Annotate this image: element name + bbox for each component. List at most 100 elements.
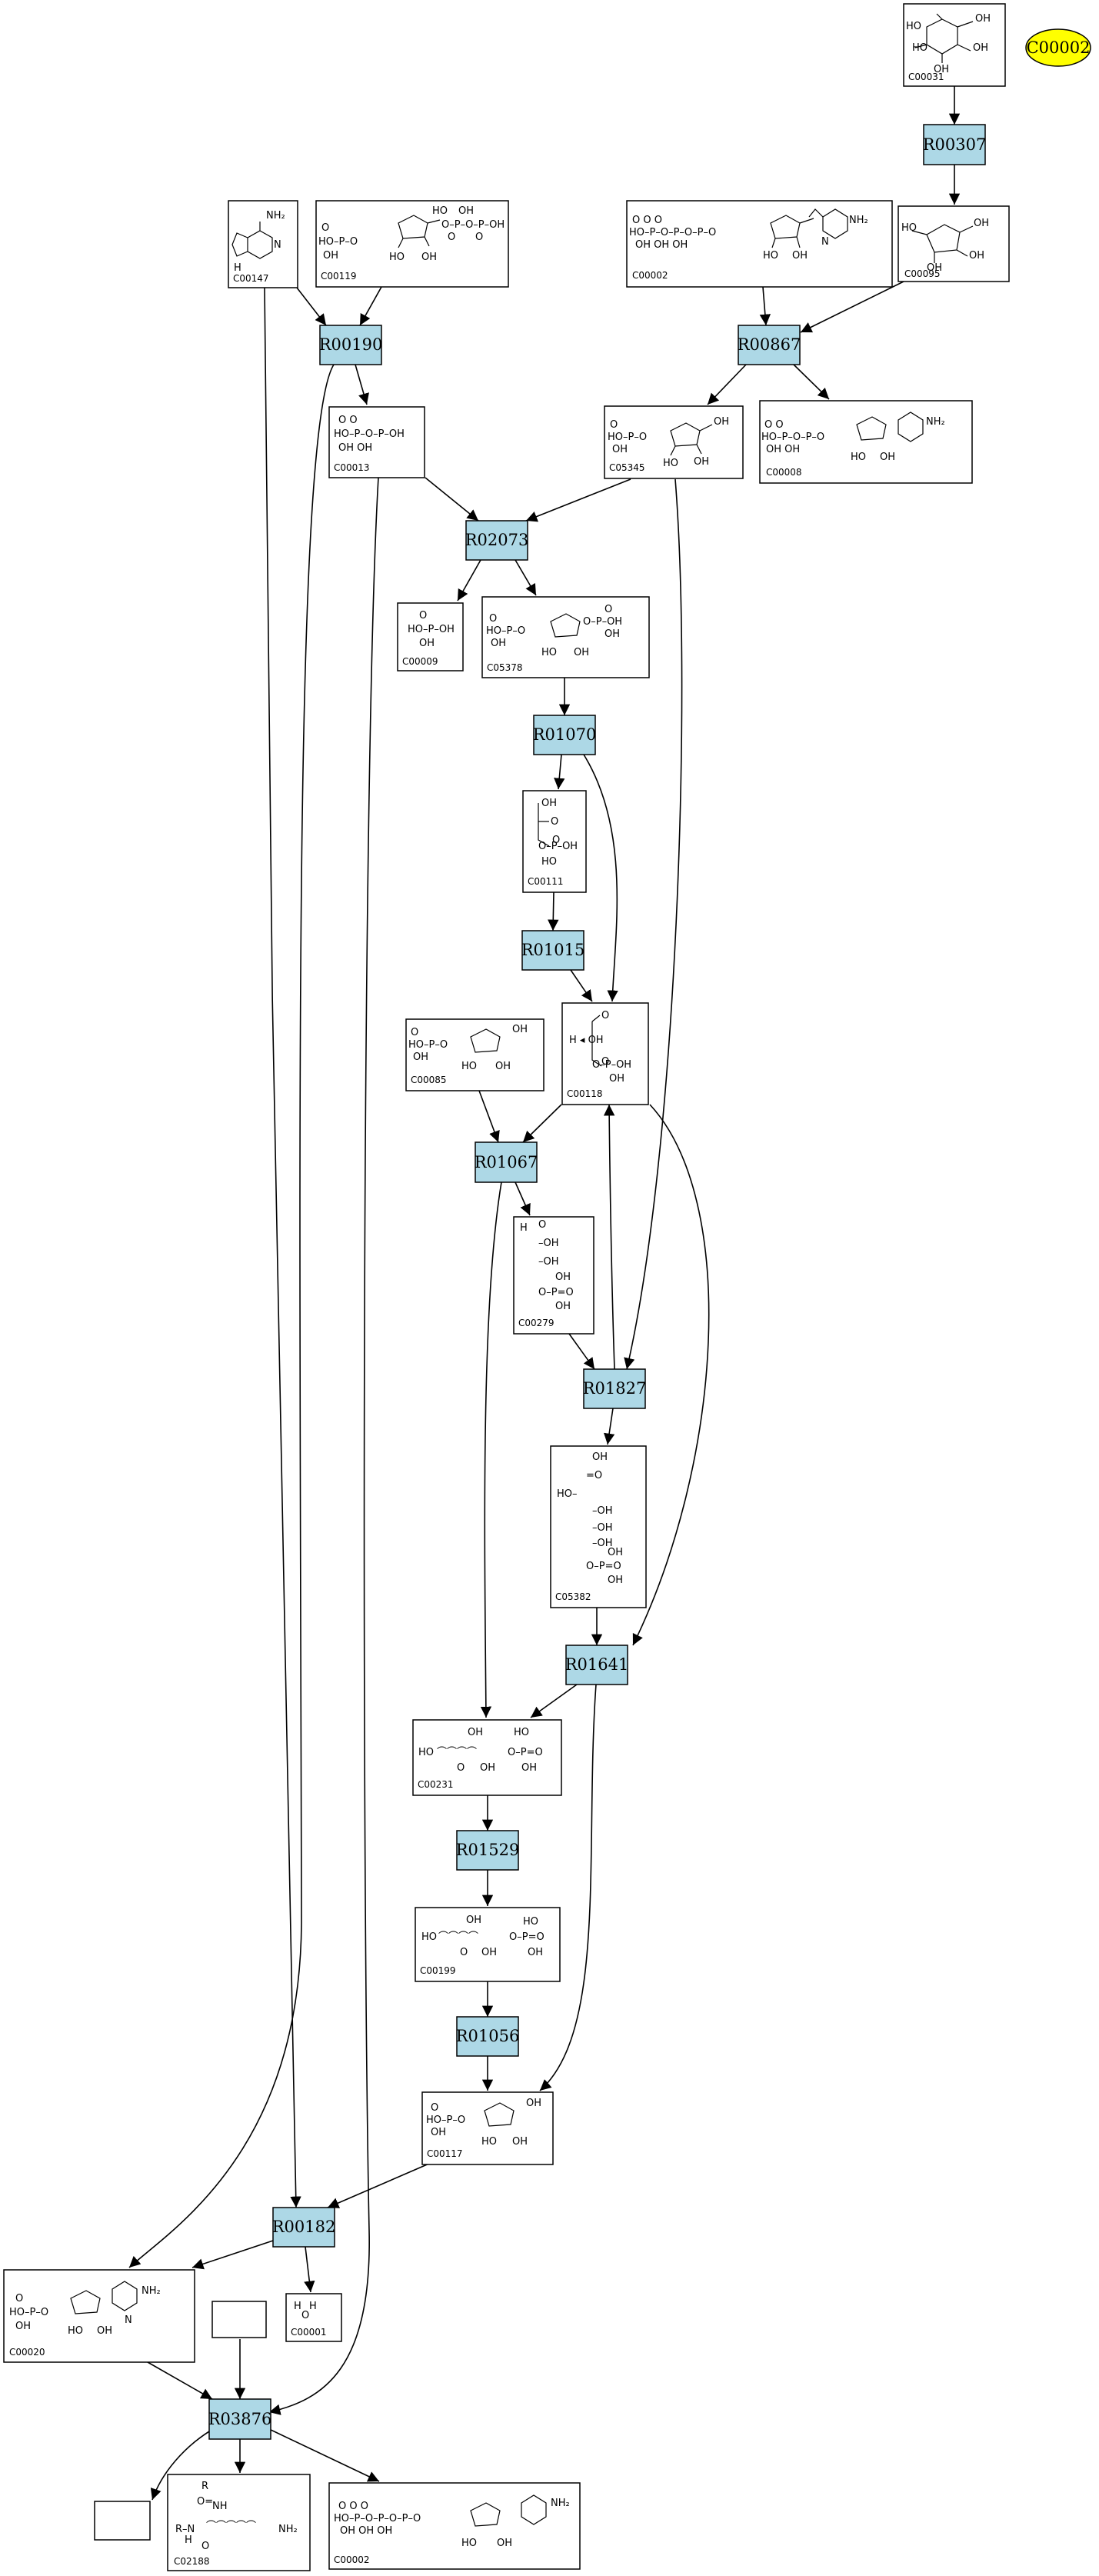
svg-text:R01529: R01529 bbox=[456, 1841, 520, 1859]
reaction-r01067[interactable]: R01067 bbox=[475, 1141, 538, 1183]
reactions: R00307 R00190 R00867 R02073 R01070 R0101… bbox=[208, 124, 987, 2440]
compound-c00147[interactable]: NH₂ N H C00147 bbox=[228, 200, 298, 288]
svg-text:O: O bbox=[475, 232, 483, 243]
svg-text:HO: HO bbox=[389, 252, 405, 263]
reaction-r01056[interactable]: R01056 bbox=[456, 2016, 520, 2057]
compound-c00031[interactable]: HO OH OH HO OH C00031 bbox=[903, 3, 1006, 87]
compound-c00009[interactable]: O HO–P–OH OH C00009 bbox=[397, 602, 464, 671]
svg-text:O: O bbox=[552, 835, 560, 846]
compound-id-label: C00002 bbox=[632, 270, 668, 281]
svg-text:O: O bbox=[457, 1762, 465, 1774]
reaction-r03876[interactable]: R03876 bbox=[208, 2398, 272, 2440]
edge-C00002-R00867 bbox=[759, 286, 771, 326]
svg-text:C00002: C00002 bbox=[1027, 38, 1091, 57]
svg-text:⌒⌒⌒⌒: ⌒⌒⌒⌒ bbox=[437, 1747, 477, 1758]
compound-c00279[interactable]: H O –OH –OH OH O–P=O OH C00279 bbox=[513, 1216, 594, 1335]
pyranose-structure-icon bbox=[914, 13, 974, 63]
reaction-r01529[interactable]: R01529 bbox=[456, 1830, 520, 1871]
svg-text:NH₂: NH₂ bbox=[278, 2524, 298, 2535]
svg-text:O: O bbox=[301, 2310, 309, 2321]
reaction-r00190[interactable]: R00190 bbox=[319, 325, 383, 365]
svg-text:HO: HO bbox=[523, 1916, 538, 1928]
compound-c02188[interactable]: R O= NH R–N H ⌒⌒⌒⌒⌒ NH₂ O C02188 bbox=[167, 2474, 311, 2571]
compound-id-label: C00117 bbox=[427, 2148, 463, 2159]
svg-text:OH: OH bbox=[512, 1024, 528, 1035]
compound-c05378[interactable]: O HO–P–O OH O O–P–OH OH HO OH C05378 bbox=[481, 596, 650, 678]
compound-c00119[interactable]: O HO–P–O OH HO OH O–P–O–P–OH O O HO OH C… bbox=[315, 200, 509, 288]
reaction-r00182[interactable]: R00182 bbox=[272, 2207, 336, 2248]
svg-text:O: O bbox=[460, 1947, 468, 1958]
svg-text:=O: =O bbox=[586, 1470, 602, 1481]
svg-text:O–P=O: O–P=O bbox=[538, 1287, 574, 1298]
svg-text:N: N bbox=[125, 2314, 132, 2326]
svg-text:O–P=O: O–P=O bbox=[586, 1561, 621, 1572]
edge-R01827-C05382 bbox=[603, 1408, 615, 1445]
svg-text:R01641: R01641 bbox=[565, 1655, 629, 1674]
reaction-r01641[interactable]: R01641 bbox=[565, 1645, 629, 1685]
reaction-r01015[interactable]: R01015 bbox=[521, 930, 585, 971]
edge-C05345-R01827 bbox=[624, 478, 683, 1370]
furanose-phosphate-structure-icon bbox=[470, 1028, 501, 1053]
reaction-r01070[interactable]: R01070 bbox=[533, 715, 597, 755]
compound-c05345[interactable]: O HO–P–O OH OH HO OH C05345 bbox=[604, 405, 744, 479]
svg-text:HO: HO bbox=[763, 250, 778, 262]
svg-text:H: H bbox=[520, 1222, 528, 1234]
svg-text:OH: OH bbox=[612, 444, 628, 455]
compound-c05382[interactable]: OH =O HO– –OH –OH –OH OH O–P=O OH C05382 bbox=[550, 1445, 647, 1608]
svg-text:OH: OH bbox=[969, 250, 984, 262]
edge-R00867-C05345 bbox=[707, 364, 747, 405]
compound-c00095[interactable]: HO OH OH OH C00095 bbox=[898, 205, 1010, 282]
compound-c00199[interactable]: OH HO HO ⌒⌒⌒⌒ O–P=O O OH OH C00199 bbox=[415, 1907, 561, 1982]
compound-c00231[interactable]: OH HO HO ⌒⌒⌒⌒ O–P=O O OH OH C00231 bbox=[412, 1719, 562, 1796]
svg-text:OH: OH bbox=[541, 798, 557, 809]
purine-structure-icon bbox=[231, 222, 273, 259]
edge-R00867-C00008 bbox=[793, 364, 830, 400]
edge-C00013-R03876 bbox=[268, 477, 379, 2415]
edge-C00118-R01067 bbox=[522, 1104, 562, 1143]
compound-c00002-top[interactable]: O O O HO–P–O–P–O–P–O OH OH OH NH₂ N HO O… bbox=[626, 200, 893, 288]
compound-blank-top[interactable] bbox=[211, 2301, 267, 2338]
svg-text:R01070: R01070 bbox=[533, 725, 597, 744]
edge-C00111-R01015 bbox=[548, 891, 559, 931]
edge-R01641-C00117 bbox=[539, 1684, 597, 2091]
compound-c00118[interactable]: O H ◂ OH O O–P–OH OH C00118 bbox=[561, 1002, 649, 1105]
reaction-r02073[interactable]: R02073 bbox=[465, 520, 529, 561]
svg-text:R01067: R01067 bbox=[475, 1153, 538, 1171]
compound-blank-bottom[interactable] bbox=[94, 2501, 151, 2541]
reaction-r01827[interactable]: R01827 bbox=[583, 1368, 647, 1409]
svg-text:N: N bbox=[274, 239, 281, 251]
svg-text:NH₂: NH₂ bbox=[849, 215, 868, 226]
edge-R03876-blank2 bbox=[150, 2428, 214, 2501]
compound-c00020[interactable]: O HO–P–O OH NH₂ N HO OH C00020 bbox=[3, 2269, 195, 2363]
svg-text:⌒⌒⌒⌒⌒: ⌒⌒⌒⌒⌒ bbox=[206, 2521, 256, 2532]
svg-text:HO: HO bbox=[418, 1747, 434, 1758]
compound-c00085[interactable]: O HO–P–O OH OH HO OH C00085 bbox=[405, 1018, 545, 1091]
compound-c00013[interactable]: O O HO–P–O–P–OH OH OH C00013 bbox=[328, 406, 425, 478]
svg-text:HO: HO bbox=[541, 856, 557, 868]
svg-text:O: O bbox=[601, 1010, 609, 1021]
edge-C00119-R00190 bbox=[359, 286, 382, 326]
svg-text:OH: OH bbox=[608, 1575, 623, 1586]
compound-id-label: C00085 bbox=[411, 1075, 447, 1085]
highlight-c00002[interactable]: C00002 bbox=[1025, 28, 1091, 67]
compound-c00117[interactable]: O HO–P–O OH OH HO OH C00117 bbox=[421, 2091, 554, 2165]
svg-text:R00307: R00307 bbox=[923, 135, 987, 154]
compound-c00002-bottom[interactable]: O O O HO–P–O–P–O–P–O OH OH OH NH₂ HO OH … bbox=[328, 2482, 581, 2570]
edge-R01641-C00231 bbox=[530, 1684, 578, 1718]
reaction-r00867[interactable]: R00867 bbox=[738, 325, 801, 365]
svg-text:HO: HO bbox=[906, 21, 921, 32]
svg-text:O: O bbox=[551, 816, 558, 828]
reaction-r00307[interactable]: R00307 bbox=[923, 124, 987, 165]
compound-c00111[interactable]: OH O O O–P–OH HO C00111 bbox=[522, 790, 587, 893]
svg-text:O: O bbox=[448, 232, 455, 243]
svg-text:OH: OH bbox=[526, 2098, 541, 2109]
svg-text:O: O bbox=[15, 2293, 23, 2304]
furanose-bisphosphate-structure-icon bbox=[550, 613, 581, 638]
compound-c00001[interactable]: H O H C00001 bbox=[285, 2293, 342, 2342]
furanose-structure-icon bbox=[911, 224, 974, 263]
compound-id-label: C00118 bbox=[567, 1088, 603, 1099]
svg-text:NH₂: NH₂ bbox=[266, 210, 285, 222]
compound-c00008[interactable]: O O HO–P–O–P–O OH OH NH₂ HO OH C00008 bbox=[759, 400, 973, 484]
svg-text:OH OH: OH OH bbox=[338, 442, 372, 454]
svg-text:OH OH: OH OH bbox=[766, 444, 800, 455]
